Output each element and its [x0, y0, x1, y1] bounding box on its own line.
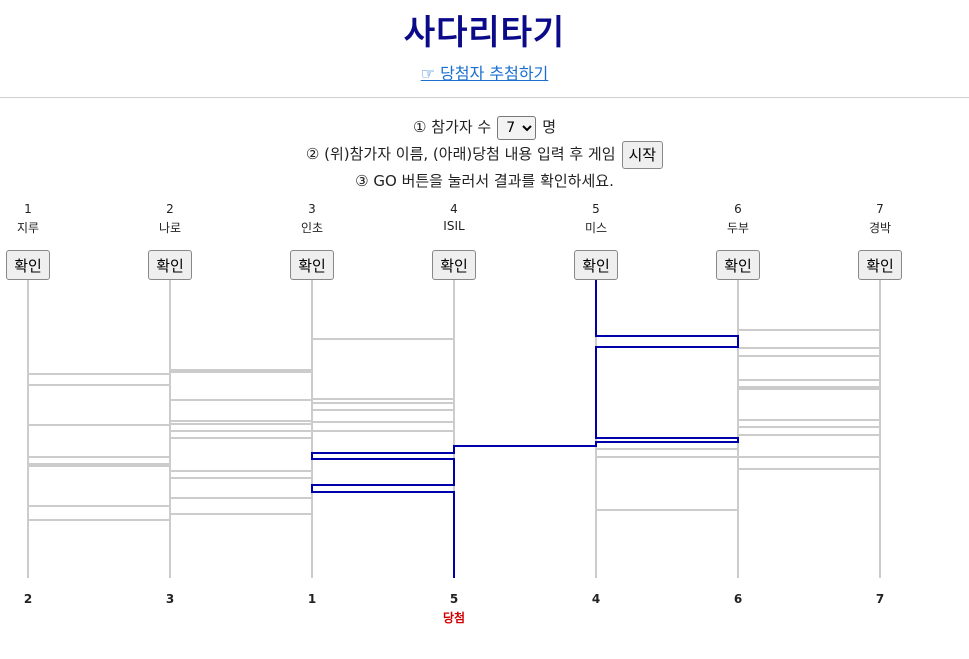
confirm-button-5[interactable]: 확인 [574, 250, 618, 280]
draw-winner-link[interactable]: ☞ 당첨자 추첨하기 [420, 64, 549, 83]
participant-number: 1 [24, 202, 32, 216]
page-title: 사다리타기 [403, 13, 566, 53]
winner-label: 당첨 [442, 611, 466, 625]
step-3-text: ③ GO 버튼을 눌러서 결과를 확인하세요. [355, 172, 614, 190]
result-number: 7 [875, 592, 885, 606]
page-header: 사다리타기 ☞ 당첨자 추첨하기 [0, 0, 969, 98]
participant-name: 두부 [726, 221, 750, 235]
result-number: 1 [307, 592, 317, 606]
participant-number: 2 [166, 202, 174, 216]
winning-path [311, 280, 739, 578]
confirm-button-1[interactable]: 확인 [6, 250, 50, 280]
result-number: 2 [23, 592, 33, 606]
confirm-button-7[interactable]: 확인 [858, 250, 902, 280]
result-number: 6 [733, 592, 743, 606]
participant-number: 6 [734, 202, 742, 216]
result-number: 5 [449, 592, 459, 606]
step-3: ③ GO 버튼을 눌러서 결과를 확인하세요. [0, 168, 969, 195]
participant-name: 인초 [300, 221, 324, 235]
result-number: 4 [591, 592, 601, 606]
participant-name: 미스 [584, 221, 608, 235]
step-2: ② (위)참가자 이름, (아래)당첨 내용 입력 후 게임 시작 [0, 140, 969, 169]
step-1: ① 참가자 수 7 명 [0, 114, 969, 141]
participant-name: 경박 [868, 221, 892, 235]
participant-number: 7 [876, 202, 884, 216]
participant-number: 3 [308, 202, 316, 216]
ladder-svg [27, 280, 881, 578]
confirm-button-6[interactable]: 확인 [716, 250, 760, 280]
result-number: 3 [165, 592, 175, 606]
confirm-button-3[interactable]: 확인 [290, 250, 334, 280]
participant-name: 지루 [16, 221, 40, 235]
participant-number: 4 [450, 202, 458, 216]
step-1-suffix: 명 [542, 118, 556, 136]
confirm-button-4[interactable]: 확인 [432, 250, 476, 280]
step-1-prefix: ① 참가자 수 [413, 118, 492, 136]
participant-number: 5 [592, 202, 600, 216]
confirm-button-2[interactable]: 확인 [148, 250, 192, 280]
participant-name: 나로 [158, 221, 182, 235]
instructions: ① 참가자 수 7 명 ② (위)참가자 이름, (아래)당첨 내용 입력 후 … [0, 114, 969, 195]
participant-count-select[interactable]: 7 [497, 115, 537, 140]
start-button[interactable]: 시작 [621, 140, 664, 169]
step-2-text: ② (위)참가자 이름, (아래)당첨 내용 입력 후 게임 [305, 145, 616, 163]
participant-name: ISIL [443, 219, 465, 233]
